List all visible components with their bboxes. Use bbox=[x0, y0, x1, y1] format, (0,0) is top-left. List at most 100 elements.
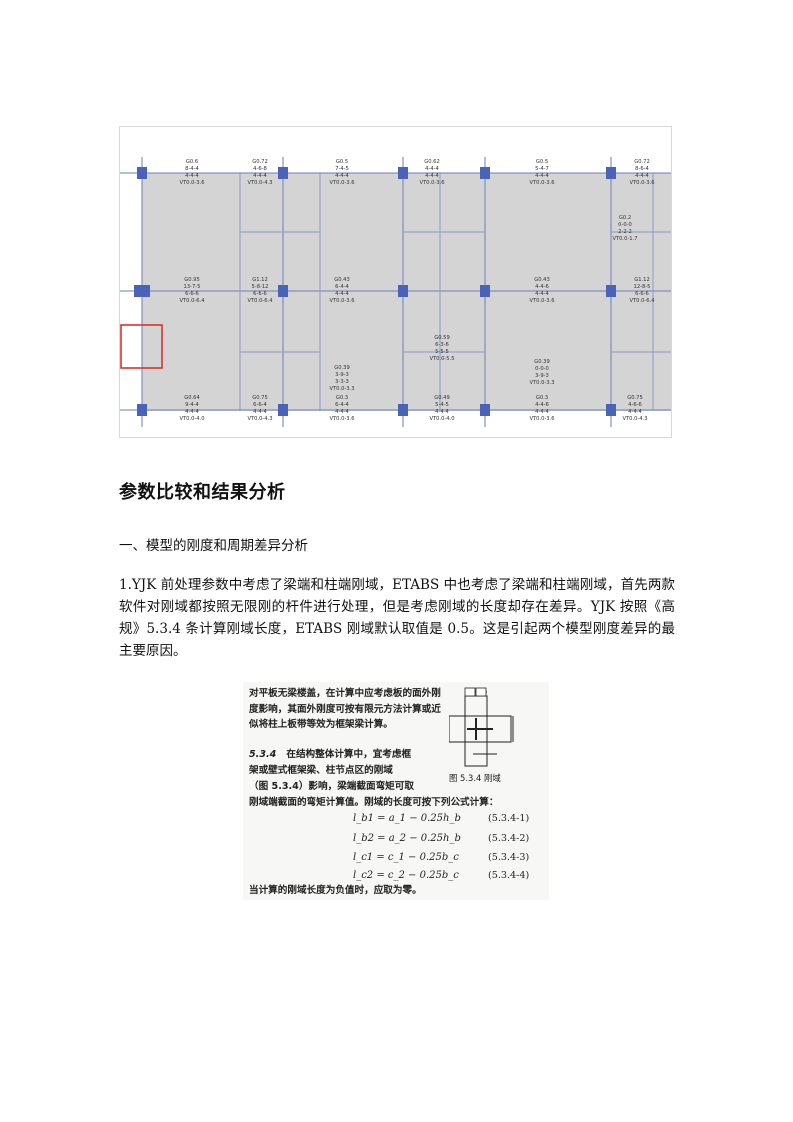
beam-label-line: VT0.0-6.4 bbox=[629, 298, 655, 304]
beam-label-line: G0.6 bbox=[186, 159, 198, 165]
beam-label-line: 4-4-4 bbox=[335, 409, 349, 415]
formula-2-number: (5.3.4-2) bbox=[488, 833, 530, 844]
beam-label-line: G0.75 bbox=[252, 395, 268, 401]
beam-label-line: G0.43 bbox=[534, 277, 550, 283]
beam-label-line: 4-4-4 bbox=[535, 173, 549, 179]
columns bbox=[134, 167, 616, 416]
clause-text-4: 刚域端截面的弯矩计算值。刚域的长度可按下列公式计算： bbox=[249, 797, 499, 808]
beam-label-line: G0.43 bbox=[334, 277, 350, 283]
beam-label-line: 6-6-6 bbox=[185, 291, 199, 297]
beam-label-line: VT0.0-6.4 bbox=[247, 298, 273, 304]
beam-label-line: VT0.0-3.6 bbox=[629, 180, 654, 186]
beam-label-line: G0.95 bbox=[184, 277, 200, 283]
clause-text-3: （图 5.3.4）影响，梁端截面弯矩可取 bbox=[249, 781, 414, 792]
beam-label-line: VT0.0-1.7 bbox=[612, 236, 637, 242]
beam-label-line: 4-4-4 bbox=[253, 173, 267, 179]
column bbox=[606, 167, 616, 179]
formula-4-number: (5.3.4-4) bbox=[488, 870, 530, 881]
beam-label-line: VT0.0-3.6 bbox=[529, 416, 554, 422]
beam-label-line: VT0.0-3.6 bbox=[329, 298, 354, 304]
beam-label-line: 5-8-12 bbox=[252, 284, 269, 290]
column bbox=[398, 167, 408, 179]
column bbox=[606, 404, 616, 416]
beam-label-line: G0.49 bbox=[434, 395, 450, 401]
beam-label-line: VT0.0-3.3 bbox=[529, 380, 554, 386]
beam-label-line: 6-4-4 bbox=[335, 402, 349, 408]
beam-label-line: VT0.0-4.3 bbox=[247, 416, 272, 422]
beam-label-line: 12-8-5 bbox=[634, 284, 651, 290]
plan-drawing: G0.68-4-44-4-4VT0.0-3.6G0.724-6-84-4-4VT… bbox=[120, 157, 671, 427]
column bbox=[398, 285, 408, 297]
body-paragraph: 1.YJK 前处理参数中考虑了梁端和柱端刚域，ETABS 中也考虑了梁端和柱端刚… bbox=[119, 577, 675, 659]
column bbox=[398, 404, 408, 416]
beam-label-line: VT0.0-4.0 bbox=[429, 416, 454, 422]
code-excerpt-figure: 对平板无梁楼盖，在计算中应考虑板的面外刚度影响，其面外刚度可按有限元方法计算或近… bbox=[243, 682, 549, 900]
blank-area bbox=[120, 291, 142, 411]
beam-label-line: 6-3-6 bbox=[435, 342, 449, 348]
beam-label-line: VT0.0-3.6 bbox=[529, 298, 554, 304]
beam-label-line: 4-4-6 bbox=[535, 284, 549, 290]
figure-caption: 图 5.3.4 刚域 bbox=[449, 773, 501, 783]
column bbox=[278, 404, 288, 416]
beam-label-line: 6-4-4 bbox=[335, 284, 349, 290]
beam-label-line: G0.3 bbox=[336, 395, 348, 401]
beam-label-line: G0.62 bbox=[424, 159, 440, 165]
beam-label-line: 5-4-7 bbox=[535, 166, 549, 172]
beam-label-line: 6-6-4 bbox=[253, 402, 267, 408]
formula-3-number: (5.3.4-3) bbox=[488, 852, 530, 863]
beam-label-line: 5-4-5 bbox=[435, 402, 449, 408]
beam-label-line: VT0.0-3.3 bbox=[329, 386, 354, 392]
beam-label-line: 3-9-3 bbox=[335, 372, 349, 378]
clause-number: 5.3.4 bbox=[249, 749, 277, 760]
beam-label-line: VT0.0-4.0 bbox=[179, 416, 204, 422]
beam-label-line: 6-6-6 bbox=[635, 291, 649, 297]
column bbox=[137, 404, 147, 416]
beam-label-line: 4-4-4 bbox=[628, 409, 642, 415]
beam-label-line: 0-0-0 bbox=[535, 366, 549, 372]
beam-label-line: 4-4-4 bbox=[253, 409, 267, 415]
formula-1-number: (5.3.4-1) bbox=[488, 813, 530, 824]
formula-4: l_c2 = c_2 − 0.25b_c bbox=[353, 870, 459, 881]
beam-label-line: 4-4-4 bbox=[425, 166, 439, 172]
beam-label-line: VT0.0-4.3 bbox=[622, 416, 647, 422]
beam-label-line: 8-4-4 bbox=[185, 166, 199, 172]
column bbox=[278, 285, 288, 297]
beam-label-line: G0.2 bbox=[619, 215, 631, 221]
beam-label-line: VT0.0-3.6 bbox=[329, 180, 354, 186]
beam-label-line: G0.5 bbox=[336, 159, 348, 165]
beam-label-line: 4-4-4 bbox=[425, 173, 439, 179]
beam-label-line: 5-5-5 bbox=[435, 349, 449, 355]
formula-3: l_c1 = c_1 − 0.25b_c bbox=[353, 852, 459, 863]
beam-label-line: 4-6-8 bbox=[253, 166, 267, 172]
beam-label-line: G0.75 bbox=[627, 395, 643, 401]
beam-label-line: G0.59 bbox=[434, 335, 450, 341]
beam-label-line: 9-4-4 bbox=[185, 402, 199, 408]
beam-label-layer: G0.68-4-44-4-4VT0.0-3.6G0.724-6-84-4-4VT… bbox=[179, 159, 655, 422]
clause-text-2: 架或壁式框架梁、柱节点区的刚域 bbox=[249, 765, 393, 776]
beam-label-line: G0.3 bbox=[536, 395, 548, 401]
formula-2: l_b2 = a_2 − 0.25h_b bbox=[353, 833, 461, 844]
beam-label-line: 0-0-0 bbox=[618, 222, 632, 228]
rigid-zone-diagram bbox=[449, 687, 514, 767]
beam-label-line: 4-4-4 bbox=[535, 291, 549, 297]
beam-label-line: 4-4-4 bbox=[435, 409, 449, 415]
beam-label-line: G0.72 bbox=[252, 159, 268, 165]
beam-label-line: 4-4-4 bbox=[335, 291, 349, 297]
beam-label-line: 13-7-5 bbox=[184, 284, 201, 290]
